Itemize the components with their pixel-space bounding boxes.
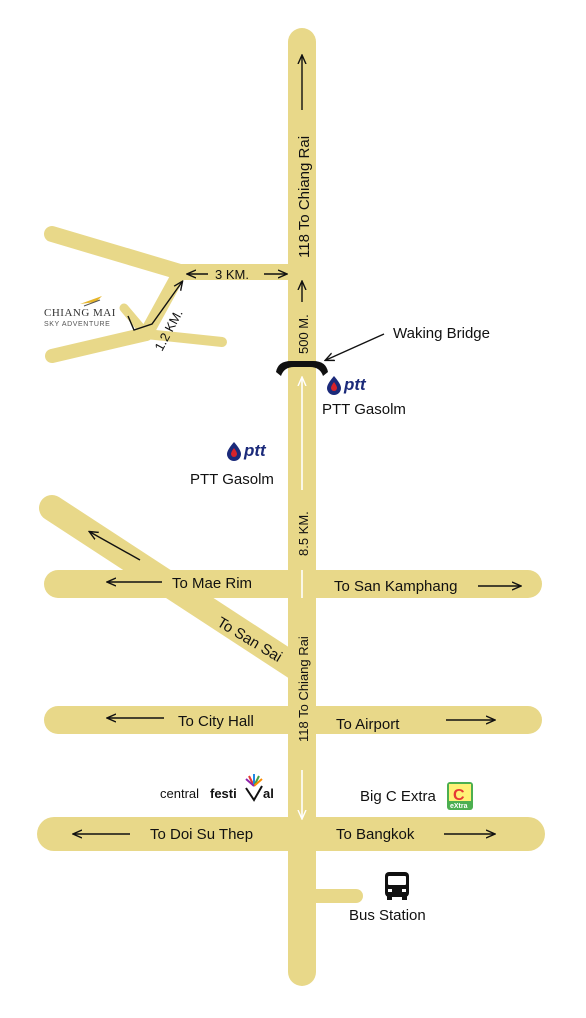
road-lower-left (45, 327, 153, 363)
labels: 118 To Chiang Rai 3 KM. 1.2 KM. 500 M. W… (150, 136, 490, 843)
label-to-san-kamphang: To San Kamphang (334, 578, 457, 595)
chiang-mai-sky-adventure-logo-icon: CHIANG MAI SKY ADVENTURE (44, 296, 116, 328)
label-to-city-hall: To City Hall (178, 713, 254, 730)
arrow-one-two-km (127, 282, 182, 331)
label-to-doi-su-thep: To Doi Su Thep (150, 826, 253, 843)
label-to-bangkok: To Bangkok (336, 826, 415, 843)
svg-text:central: central (160, 786, 199, 801)
label-three-km: 3 KM. (215, 267, 249, 282)
svg-text:CHIANG MAI: CHIANG MAI (44, 307, 116, 319)
festival-v-icon (245, 774, 263, 802)
svg-text:eXtra: eXtra (450, 803, 468, 810)
bus-icon (385, 872, 409, 900)
ptt-logo-icon: ptt (227, 441, 267, 461)
label-to-mae-rim: To Mae Rim (172, 575, 252, 592)
arrow-waking-bridge (326, 333, 385, 360)
arrows (74, 56, 520, 834)
label-to-chiang-rai-mid: 118 To Chiang Rai (296, 636, 311, 742)
svg-text:SKY ADVENTURE: SKY ADVENTURE (44, 321, 110, 328)
label-ptt-gas-2: PTT Gasolm (190, 471, 274, 488)
label-big-c-extra: Big C Extra (360, 788, 437, 805)
big-c-logo-icon: C eXtra (447, 782, 473, 810)
label-to-airport: To Airport (336, 716, 400, 733)
roads (37, 28, 545, 986)
central-festival-logo-icon: central festi al (160, 774, 274, 802)
ptt-logo-icon: ptt (327, 375, 367, 395)
road-lower-right (141, 329, 227, 347)
label-waking-bridge: Waking Bridge (393, 325, 490, 342)
label-eight-five-km: 8.5 KM. (296, 511, 311, 556)
label-bus-station: Bus Station (349, 907, 426, 924)
label-five-hundred-m: 500 M. (296, 314, 311, 354)
label-to-chiang-rai-top: 118 To Chiang Rai (296, 136, 313, 258)
ptt-station-1: ptt PTT Gasolm (322, 375, 406, 418)
road-stub (119, 303, 151, 339)
road-upper-left (44, 226, 188, 280)
svg-text:festi: festi (210, 786, 237, 801)
svg-text:C: C (453, 787, 465, 804)
svg-text:ptt: ptt (343, 375, 367, 394)
svg-text:al: al (263, 786, 274, 801)
ptt-station-2: ptt PTT Gasolm (190, 441, 274, 488)
bridge-icon (276, 361, 328, 376)
arrow-san-sai (90, 532, 141, 561)
label-ptt-gas-1: PTT Gasolm (322, 401, 406, 418)
svg-text:ptt: ptt (243, 441, 267, 460)
